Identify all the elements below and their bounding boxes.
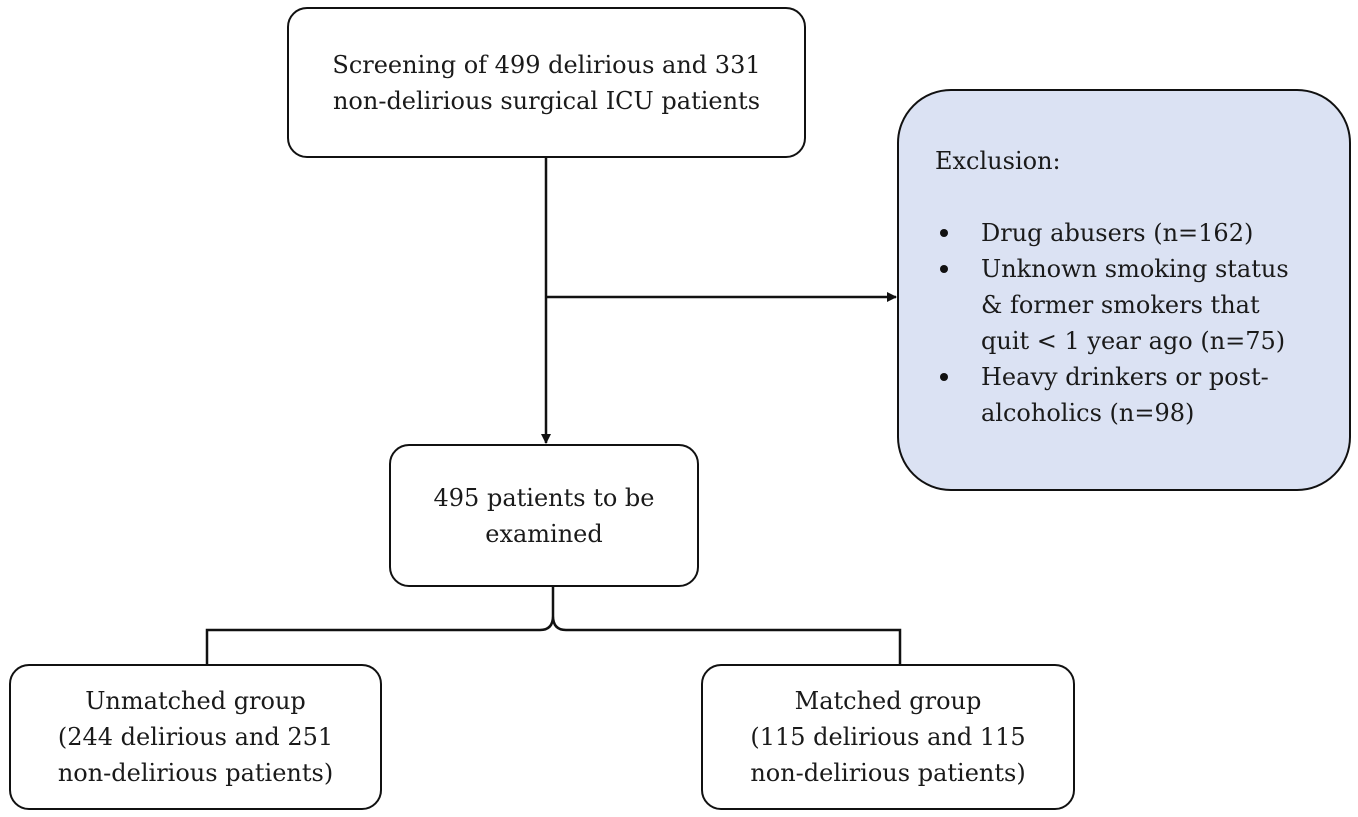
exclusion-item-text: Unknown smoking status	[981, 255, 1289, 283]
split-bracket	[205, 587, 902, 664]
exclusion-list: Drug abusers (n=162) Unknown smoking sta…	[935, 215, 1303, 431]
unmatched-text-line-2: (244 delirious and 251	[57, 723, 334, 751]
screening-text-line-2: non-delirious surgical ICU patients	[332, 86, 761, 115]
matched-text-line-1: Matched group	[794, 687, 982, 715]
exclusion-item-text: Drug abusers (n=162)	[981, 219, 1254, 247]
unmatched-group-box: Unmatched group (244 delirious and 251 n…	[9, 664, 382, 810]
examined-text-line-1: 495 patients to be	[433, 483, 655, 512]
exclusion-title: Exclusion:	[935, 147, 1061, 175]
matched-text-line-3: non-delirious patients)	[750, 759, 1026, 787]
unmatched-text-line-3: non-delirious patients)	[57, 759, 334, 787]
exclusion-item-smoking-status: Unknown smoking status & former smokers …	[935, 251, 1303, 359]
exclusion-item-text: quit < 1 year ago (n=75)	[981, 327, 1286, 355]
screening-box: Screening of 499 delirious and 331 non-d…	[287, 7, 806, 158]
exclusion-box: Exclusion: Drug abusers (n=162) Unknown …	[897, 89, 1351, 491]
screening-text-line-1: Screening of 499 delirious and 331	[332, 50, 761, 79]
exclusion-item-text: Heavy drinkers or post-	[981, 363, 1269, 391]
unmatched-text-line-1: Unmatched group	[85, 687, 306, 715]
examined-text-line-2: examined	[485, 519, 603, 548]
exclusion-item-text: & former smokers that	[981, 291, 1260, 319]
exclusion-item-text: alcoholics (n=98)	[981, 399, 1195, 427]
examined-box: 495 patients to be examined	[389, 444, 699, 587]
matched-text-line-2: (115 delirious and 115	[750, 723, 1026, 751]
matched-group-box: Matched group (115 delirious and 115 non…	[701, 664, 1075, 810]
exclusion-item-heavy-drinkers: Heavy drinkers or post- alcoholics (n=98…	[935, 359, 1303, 431]
exclusion-item-drug-abusers: Drug abusers (n=162)	[935, 215, 1303, 251]
